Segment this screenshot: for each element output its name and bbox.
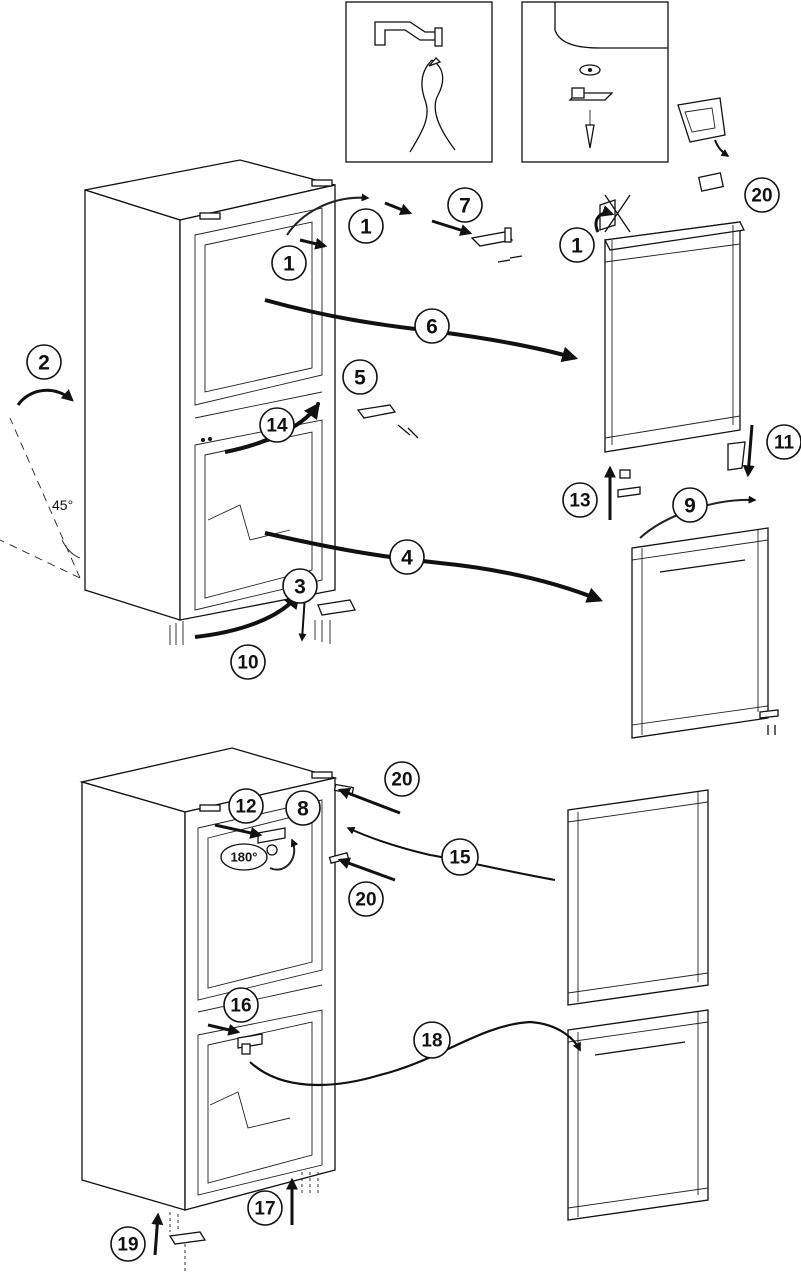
step-callout-circle — [441, 838, 479, 876]
step-callout-circle — [247, 1190, 283, 1226]
step-number-label: 10 — [237, 653, 258, 674]
upper-door-bottom — [567, 789, 709, 1006]
angle-label: 45° — [52, 497, 73, 513]
step-callout-circle — [744, 177, 780, 213]
inset-pin-assembly — [521, 1, 669, 163]
step-callout-circle — [26, 344, 62, 380]
step-number-label: 20 — [751, 186, 772, 207]
rotation-label: 180° — [231, 850, 258, 865]
step-callout-circle — [282, 568, 318, 604]
hardware-top — [169, 194, 779, 735]
step-callout-circle — [228, 788, 264, 824]
tilt-angle-guide — [0, 388, 81, 579]
step-callout-circle — [559, 227, 595, 263]
step-callout-circle — [447, 187, 483, 223]
step-number-label: 1 — [571, 235, 583, 258]
fridge-cabinet-bottom — [79, 747, 338, 1211]
lower-door-top — [631, 527, 769, 739]
step-number-label: 1 — [360, 216, 372, 239]
step-callout-circle — [348, 208, 384, 244]
step-callout-circle — [342, 359, 378, 395]
step-number-label: 3 — [294, 576, 306, 599]
step-number-label: 16 — [230, 996, 251, 1017]
step-callout-circle — [223, 987, 259, 1023]
upper-door-top — [604, 221, 745, 453]
step-number-label: 7 — [459, 195, 471, 218]
step-number-label: 6 — [426, 316, 438, 339]
step-number-label: 18 — [421, 1031, 442, 1052]
step-number-label: 1 — [283, 253, 295, 276]
step-callout-circle — [672, 487, 708, 523]
step-number-label: 11 — [774, 433, 795, 454]
hardware-bottom — [168, 783, 355, 1272]
fridge-cabinet-top — [84, 159, 336, 621]
lower-door-bottom — [567, 1009, 709, 1221]
step-number-label: 9 — [684, 495, 696, 518]
inset-hinge-pliers — [345, 1, 493, 163]
step-callout-circle — [562, 482, 598, 518]
step-number-label: 15 — [449, 848, 471, 869]
step-number-label: 4 — [401, 547, 413, 570]
step-number-label: 5 — [354, 367, 366, 390]
step-number-label: 2 — [38, 352, 50, 375]
steps-bottom-group: 8 12 15 16 17 18 19 20 20 — [110, 761, 479, 1262]
step-callout-circle — [271, 245, 307, 281]
step-callout-circle — [110, 1226, 146, 1262]
step-number-label: 20 — [355, 890, 376, 911]
step-number-label: 13 — [569, 491, 590, 512]
step-number-label: 20 — [391, 770, 412, 791]
parts-bag-icon — [677, 97, 730, 192]
step-callout-circle — [384, 761, 420, 797]
step-number-label: 12 — [235, 797, 256, 818]
step-callout-circle — [766, 424, 801, 460]
step-number-label: 17 — [254, 1199, 275, 1220]
step-number-label: 8 — [297, 798, 309, 821]
step-number-label: 19 — [117, 1235, 138, 1256]
step-callout-circle — [414, 308, 450, 344]
step-callout-circle — [285, 790, 321, 826]
step-callout-circle — [389, 539, 425, 575]
step-callout-circle — [230, 644, 266, 680]
step-callout-circle — [413, 1021, 451, 1059]
step-callout-circle — [348, 881, 384, 917]
arrows-bottom — [151, 787, 581, 1256]
rotation-badge — [220, 838, 299, 871]
step-number-label: 14 — [266, 416, 288, 437]
step-callout-circle — [259, 407, 295, 443]
